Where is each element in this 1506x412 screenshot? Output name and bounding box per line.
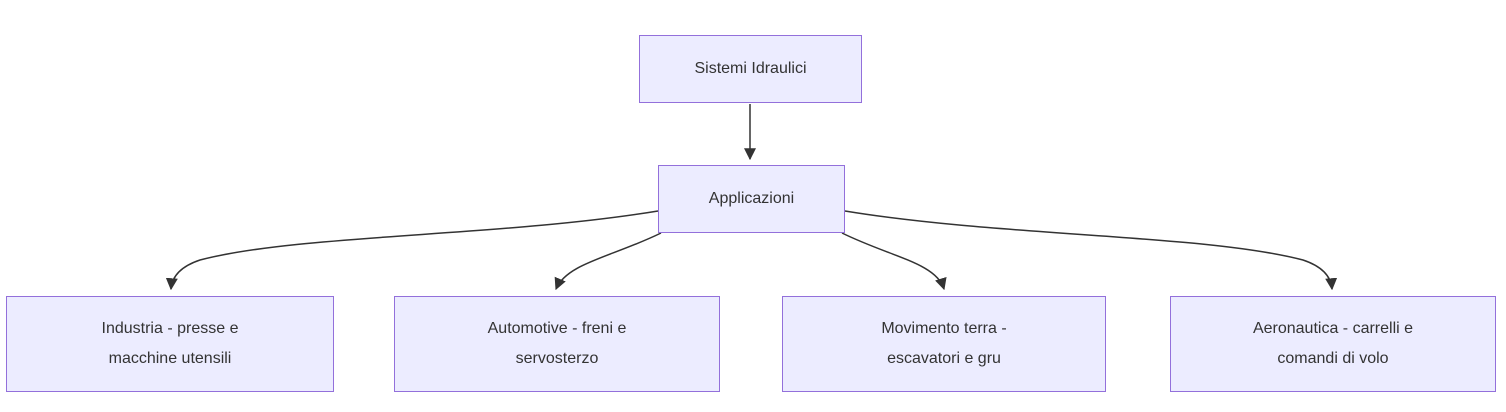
node-automotive: Automotive - freni e servosterzo	[394, 296, 720, 392]
node-industria: Industria - presse e macchine utensili	[6, 296, 334, 392]
node-label-line: Automotive - freni e	[487, 320, 627, 337]
node-movimento-terra: Movimento terra - escavatori e gru	[782, 296, 1106, 392]
edge-applicazioni-to-movimento-terra	[841, 232, 947, 291]
node-label: Sistemi Idraulici	[694, 60, 807, 77]
edge-applicazioni-to-automotive	[554, 232, 662, 291]
edge-applicazioni-to-aeronautica	[844, 210, 1338, 291]
node-label: Applicazioni	[708, 190, 795, 207]
node-label-line: comandi di volo	[1277, 350, 1389, 367]
edge-applicazioni-to-industria	[165, 210, 659, 291]
node-label-line: servosterzo	[515, 350, 599, 367]
node-label-line: Industria - presse e	[101, 320, 239, 337]
node-label-line: Movimento terra -	[881, 320, 1007, 337]
node-aeronautica: Aeronautica - carrelli e comandi di volo	[1170, 296, 1496, 392]
node-applicazioni: Applicazioni	[658, 165, 845, 233]
node-label-line: macchine utensili	[108, 350, 232, 367]
node-sistemi-idraulici: Sistemi Idraulici	[639, 35, 862, 103]
node-label-line: escavatori e gru	[887, 350, 1001, 367]
node-label-line: Aeronautica - carrelli e	[1252, 320, 1414, 337]
